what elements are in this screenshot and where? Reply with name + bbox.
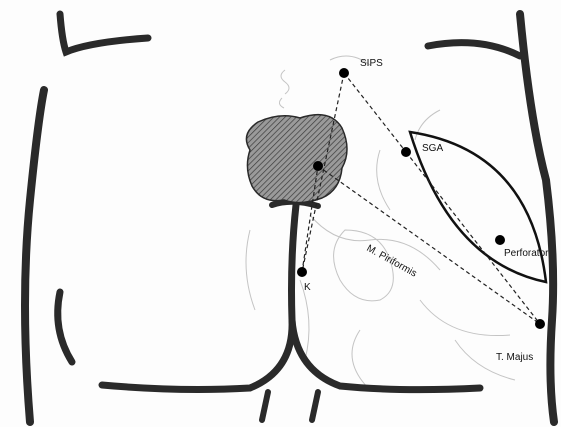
left-flank-upper-line <box>60 14 148 52</box>
dot-sips <box>339 68 349 78</box>
gluteal-cleft-left <box>102 205 296 389</box>
pelvic-rim-outline <box>310 215 440 270</box>
dot-perforator <box>495 235 505 245</box>
dashed-reference-lines <box>302 73 540 324</box>
right-flank-upper-line <box>428 43 520 56</box>
dot-trochanter <box>535 319 545 329</box>
label-trochanter: T. Majus <box>496 352 533 363</box>
label-sga: SGA <box>422 143 443 154</box>
femur-outline <box>420 300 510 336</box>
gluteal-cleft-right <box>292 320 480 390</box>
sacral-foramen-outline <box>281 70 289 94</box>
label-k: K <box>304 282 311 293</box>
label-piriformis: M. Piriformis <box>365 243 419 280</box>
dot-k <box>297 267 307 277</box>
ischial-outline <box>352 330 370 390</box>
faint-anatomy-outlines <box>246 56 515 390</box>
ilium-outline <box>377 150 390 210</box>
dot-sga <box>401 147 411 157</box>
landmark-dots <box>297 68 545 329</box>
line-sips-sga <box>344 73 406 152</box>
dot-defect-center <box>313 161 323 171</box>
sacrum-outline <box>246 230 255 310</box>
left-thigh-line <box>262 392 268 420</box>
left-flank-line <box>25 90 44 422</box>
left-gluteal-fold <box>58 292 72 362</box>
sacral-foramen-outline <box>279 98 284 108</box>
right-thigh-line <box>312 392 318 420</box>
label-sips: SIPS <box>360 58 383 69</box>
label-perforator: Perforator <box>504 248 549 259</box>
line-defect-trochanter <box>318 166 540 324</box>
